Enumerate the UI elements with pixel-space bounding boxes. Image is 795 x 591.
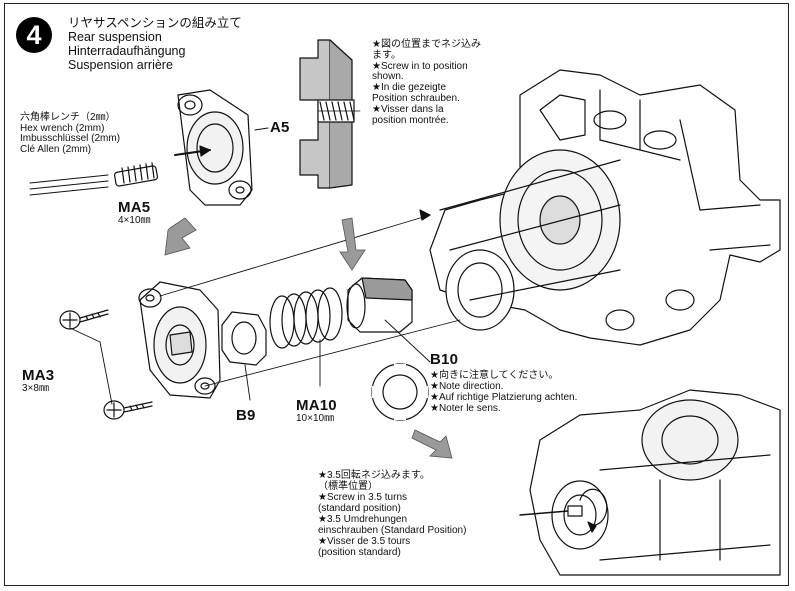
note-line: ★Auf richtige Platzierung achten. <box>430 392 578 403</box>
note-line: ★Visser de 3.5 tours <box>318 536 411 547</box>
note-line: einschrauben (Standard Position) <box>318 525 467 536</box>
part-size: 10×10㎜ <box>296 412 335 424</box>
diagram-frame <box>4 3 789 586</box>
note-line: 六角棒レンチ（2㎜） <box>20 112 116 123</box>
gearbox-housing-detail <box>519 389 781 576</box>
screw-section-detail <box>299 39 361 189</box>
step-title: リヤサスペンションの組み立て Rear suspension Hinterrad… <box>68 16 242 72</box>
part-name: MA10 <box>296 397 337 414</box>
part-name: MA3 <box>22 367 55 384</box>
part-label-b10: B10 <box>430 351 459 368</box>
ma3-screw-lower <box>103 400 153 420</box>
part-size: 3×8㎜ <box>22 382 49 394</box>
note-line: Imbusschlüssel (2mm) <box>20 133 121 144</box>
note-line: (position standard) <box>318 547 401 558</box>
arrow-down-left <box>164 217 197 256</box>
part-name: MA5 <box>118 199 151 216</box>
damper-housing <box>138 281 221 399</box>
gearbox-housing-main <box>429 69 781 346</box>
step-title-ja: リヤサスペンションの組み立て <box>68 16 242 30</box>
note-line: (standard position) <box>318 503 401 514</box>
note-line: ★In die gezeigte <box>372 82 447 94</box>
note-line: ★Noter le sens. <box>430 403 501 414</box>
note-line: Position schrauben. <box>372 92 460 104</box>
note-line: （標準位置） <box>318 481 378 492</box>
b10-sleeve <box>346 277 413 333</box>
b10-ring-top-view <box>371 363 429 421</box>
note-line: position montrée. <box>372 114 449 126</box>
ma10-spring <box>269 287 343 349</box>
note-line: Hex wrench (2mm) <box>20 122 105 134</box>
note-line: ★Screw in to position <box>372 60 468 72</box>
step-title-en: Rear suspension <box>68 30 162 44</box>
arrow-down-right <box>411 429 453 459</box>
ma5-screw <box>113 162 159 187</box>
note-line: shown. <box>372 71 404 83</box>
hex-wrench <box>29 174 109 196</box>
note-line: ★図の位置までネジ込み <box>372 39 481 50</box>
note-line: ます。 <box>372 49 401 61</box>
part-label-ma5: MA5 4×10㎜ <box>118 200 151 226</box>
step-title-de: Hinterradaufhängung <box>68 44 186 58</box>
part-label-a5: A5 <box>270 119 290 136</box>
screw-position-note: ★図の位置までネジ込み ます。 ★Screw in to position sh… <box>372 39 481 126</box>
note-line: ★3.5回転ネジ込みます。 <box>318 470 430 481</box>
part-label-ma3: MA3 3×8㎜ <box>22 368 54 394</box>
direction-note: ★向きに注意してください。 ★Note direction. ★Auf rich… <box>430 370 577 414</box>
part-label-b9: B9 <box>236 407 256 424</box>
note-line: ★Screw in 3.5 turns <box>318 492 407 503</box>
hex-wrench-note: 六角棒レンチ（2㎜） Hex wrench (2mm) Imbusschlüss… <box>20 112 121 155</box>
part-label-ma10: MA10 10×10㎜ <box>296 398 337 424</box>
b9-collar <box>221 311 267 366</box>
part-size: 4×10㎜ <box>118 214 151 226</box>
note-line: Clé Allen (2mm) <box>20 143 92 155</box>
a5-cap <box>174 89 253 206</box>
ma3-screw-upper <box>59 309 109 330</box>
step-title-fr: Suspension arrière <box>68 58 173 72</box>
note-line: ★向きに注意してください。 <box>430 370 559 381</box>
turns-note: ★3.5回転ネジ込みます。 （標準位置） ★Screw in 3.5 turns… <box>318 470 466 558</box>
note-line: ★Visser dans la <box>372 103 444 115</box>
note-line: ★3.5 Umdrehungen <box>318 514 408 525</box>
arrow-down <box>339 217 366 271</box>
step-number-badge: 4 <box>16 17 52 53</box>
note-line: ★Note direction. <box>430 381 504 392</box>
